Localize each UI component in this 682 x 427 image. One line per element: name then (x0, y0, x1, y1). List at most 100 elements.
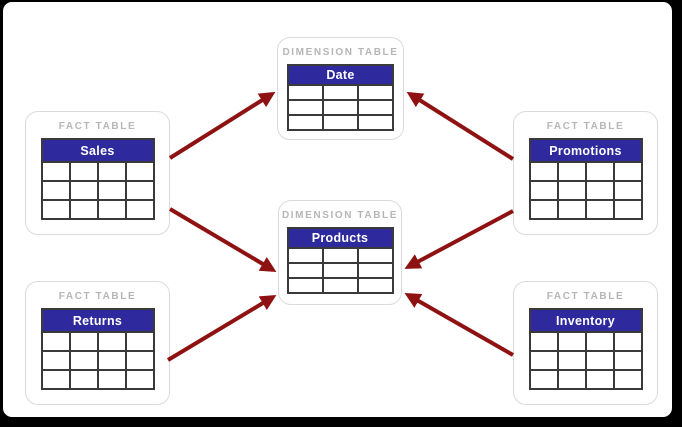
table-cell (124, 369, 155, 390)
table-cell (528, 350, 559, 371)
table-cell (286, 277, 324, 294)
table-cell (356, 247, 394, 264)
node-type-label: DIMENSION TABLE (281, 210, 399, 221)
table-cell (124, 331, 155, 352)
table-cell (40, 350, 71, 371)
node-type-label: FACT TABLE (546, 121, 625, 132)
table-cell (40, 331, 71, 352)
table-row (40, 180, 155, 201)
table-cell (321, 277, 359, 294)
inventory-table: Inventory (528, 308, 643, 390)
table-cell (584, 369, 615, 390)
table-cell (68, 199, 99, 220)
table-cell (96, 180, 127, 201)
table-cell (556, 369, 587, 390)
table-cell (40, 180, 71, 201)
table-cell (40, 161, 71, 182)
table-cell (322, 99, 359, 116)
table-cell (584, 199, 615, 220)
products-table: Products (286, 227, 394, 294)
table-cell (357, 84, 394, 101)
table-cell (286, 247, 324, 264)
table-cell (96, 161, 127, 182)
table-cell (321, 247, 359, 264)
node-type-label: DIMENSION TABLE (282, 47, 399, 58)
table-cell (556, 161, 587, 182)
table-row (287, 114, 394, 131)
table-cell (124, 350, 155, 371)
table-cell (612, 180, 643, 201)
table-cell (357, 114, 394, 131)
table-cell (68, 350, 99, 371)
table-cell (124, 180, 155, 201)
table-cell (612, 369, 643, 390)
table-row (528, 199, 643, 220)
table-row (287, 99, 394, 116)
table-cell (96, 369, 127, 390)
table-cell (322, 84, 359, 101)
table-title: Date (287, 64, 394, 86)
table-cell (528, 369, 559, 390)
table-row (286, 247, 394, 264)
table-cell (68, 331, 99, 352)
sales-table: Sales (40, 138, 155, 220)
table-cell (556, 350, 587, 371)
fact-table-sales: FACT TABLE Sales (25, 111, 170, 235)
table-cell (40, 199, 71, 220)
dimension-table-date: DIMENSION TABLE Date (277, 37, 404, 140)
table-cell (357, 99, 394, 116)
table-row (40, 369, 155, 390)
table-cell (124, 199, 155, 220)
table-row (528, 331, 643, 352)
table-row (528, 350, 643, 371)
date-table: Date (287, 64, 394, 131)
table-cell (528, 199, 559, 220)
table-cell (528, 331, 559, 352)
table-cell (584, 331, 615, 352)
table-title: Promotions (528, 138, 643, 163)
table-cell (556, 180, 587, 201)
table-cell (287, 114, 324, 131)
table-row (528, 180, 643, 201)
table-cell (556, 331, 587, 352)
table-cell (68, 161, 99, 182)
table-cell (286, 262, 324, 279)
dimension-table-products: DIMENSION TABLE Products (278, 200, 402, 305)
table-row (286, 277, 394, 294)
table-cell (124, 161, 155, 182)
table-cell (584, 161, 615, 182)
table-row (528, 161, 643, 182)
node-type-label: FACT TABLE (58, 121, 137, 132)
table-cell (584, 350, 615, 371)
node-type-label: FACT TABLE (58, 291, 137, 302)
table-cell (287, 99, 324, 116)
table-cell (612, 331, 643, 352)
table-row (528, 369, 643, 390)
promotions-table: Promotions (528, 138, 643, 220)
table-cell (528, 180, 559, 201)
table-row (40, 199, 155, 220)
table-title: Inventory (528, 308, 643, 333)
table-cell (287, 84, 324, 101)
table-cell (528, 161, 559, 182)
node-type-label: FACT TABLE (546, 291, 625, 302)
table-row (40, 161, 155, 182)
table-cell (96, 331, 127, 352)
table-cell (321, 262, 359, 279)
table-title: Returns (40, 308, 155, 333)
table-cell (96, 350, 127, 371)
table-cell (584, 180, 615, 201)
table-cell (612, 199, 643, 220)
table-row (40, 350, 155, 371)
table-cell (356, 277, 394, 294)
table-cell (322, 114, 359, 131)
returns-table: Returns (40, 308, 155, 390)
fact-table-returns: FACT TABLE Returns (25, 281, 170, 405)
table-cell (68, 180, 99, 201)
table-cell (40, 369, 71, 390)
table-row (40, 331, 155, 352)
table-cell (556, 199, 587, 220)
table-row (286, 262, 394, 279)
table-cell (612, 350, 643, 371)
table-cell (68, 369, 99, 390)
